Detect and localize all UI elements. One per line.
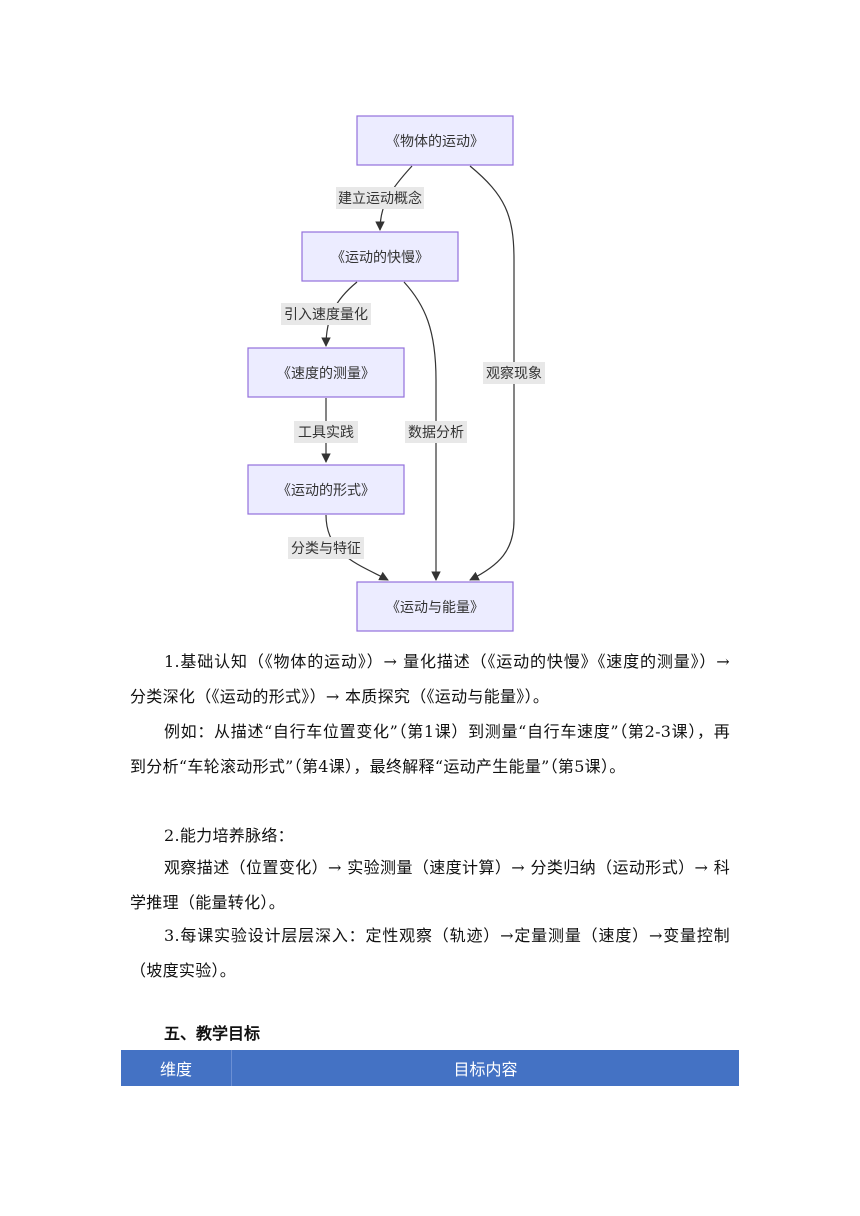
node-kuaiman: 《运动的快慢》: [301, 231, 459, 282]
svg-text:《运动与能量》: 《运动与能量》: [386, 600, 484, 616]
svg-text:分类与特征: 分类与特征: [291, 541, 361, 557]
node-wuti: 《物体的运动》: [356, 115, 514, 166]
edge-analysis: [403, 281, 441, 581]
paragraph-3: 2.能力培养脉络：: [164, 826, 294, 845]
paragraph-4: 观察描述（位置变化）→ 实验测量（速度计算）→ 分类归纳（运动形式）→ 科学推理…: [130, 858, 730, 912]
edge-label-observe: 观察现象: [483, 362, 545, 384]
section-title: 五、教学目标: [164, 1024, 261, 1043]
node-xingshi: 《运动的形式》: [247, 464, 405, 515]
node-celiang: 《速度的测量》: [247, 347, 405, 398]
svg-text:引入速度量化: 引入速度量化: [284, 307, 368, 323]
svg-text:工具实践: 工具实践: [298, 425, 354, 441]
edge-label-classify: 分类与特征: [288, 537, 364, 559]
paragraph-1: 1.基础认知（《物体的运动》）→ 量化描述（《运动的快慢》《速度的测量》）→ 分…: [130, 652, 730, 706]
edge-label-concept: 建立运动概念: [336, 187, 424, 209]
course-flowchart: 建立运动概念 引入速度量化 工具实践 分类与特征 数据分析 观察现象 《物体的运…: [247, 115, 545, 632]
svg-text:数据分析: 数据分析: [408, 425, 464, 441]
edge-label-practice: 工具实践: [294, 421, 358, 443]
svg-text:《运动的形式》: 《运动的形式》: [277, 483, 375, 499]
svg-text:《物体的运动》: 《物体的运动》: [386, 134, 484, 150]
edge-label-analysis: 数据分析: [405, 421, 467, 443]
node-nengliang: 《运动与能量》: [356, 581, 514, 632]
svg-text:《运动的快慢》: 《运动的快慢》: [331, 249, 429, 266]
table-header-content: 目标内容: [231, 1050, 739, 1086]
table-header-row: 维度 目标内容: [121, 1050, 739, 1086]
goal-table: 维度 目标内容: [121, 1050, 739, 1086]
paragraph-5: 3.每课实验设计层层深入：定性观察（轨迹）→定量测量（速度）→变量控制（坡度实验…: [130, 926, 730, 980]
svg-text:观察现象: 观察现象: [486, 365, 542, 382]
edge-observe: [469, 165, 515, 581]
svg-text:《速度的测量》: 《速度的测量》: [277, 366, 375, 382]
paragraph-2: 例如：从描述“自行车位置变化”（第1课）到测量“自行车速度”（第2-3课），再到…: [130, 722, 730, 776]
edge-label-quantify: 引入速度量化: [281, 303, 371, 325]
table-header-dimension: 维度: [121, 1050, 232, 1086]
svg-text:建立运动概念: 建立运动概念: [338, 190, 422, 207]
